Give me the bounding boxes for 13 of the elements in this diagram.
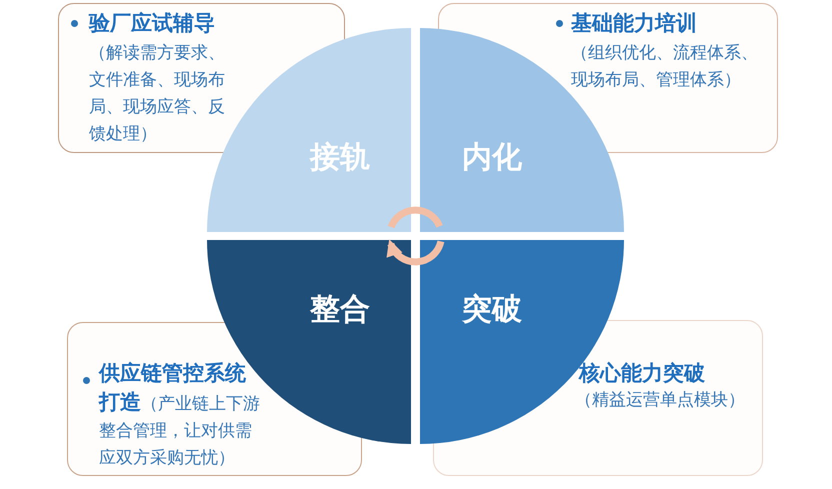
segment-label: 接轨 <box>310 140 370 176</box>
callout-text: 供应链管控系统打造（产业链上下游整合管理，让对供需应双方采购无忧） <box>99 360 261 470</box>
callout-text: （解读需方要求、文件准备、现场布局、现场应答、反馈处理） <box>89 42 226 146</box>
segment-label: 突破 <box>462 292 522 328</box>
curved-arrow <box>387 239 444 266</box>
segment-label: 内化 <box>462 140 522 176</box>
callout-heading: 验厂应试辅导 <box>89 10 215 37</box>
callout-text: （组织优化、流程体系、现场布局、管理体系） <box>571 42 759 92</box>
callout-heading: 基础能力培训 <box>571 10 697 37</box>
callout-heading: 核心能力突破 <box>579 360 705 387</box>
callout-text: （精益运营单点模块） <box>575 389 746 412</box>
segment-label: 整合 <box>310 292 370 328</box>
curved-line <box>388 206 443 229</box>
